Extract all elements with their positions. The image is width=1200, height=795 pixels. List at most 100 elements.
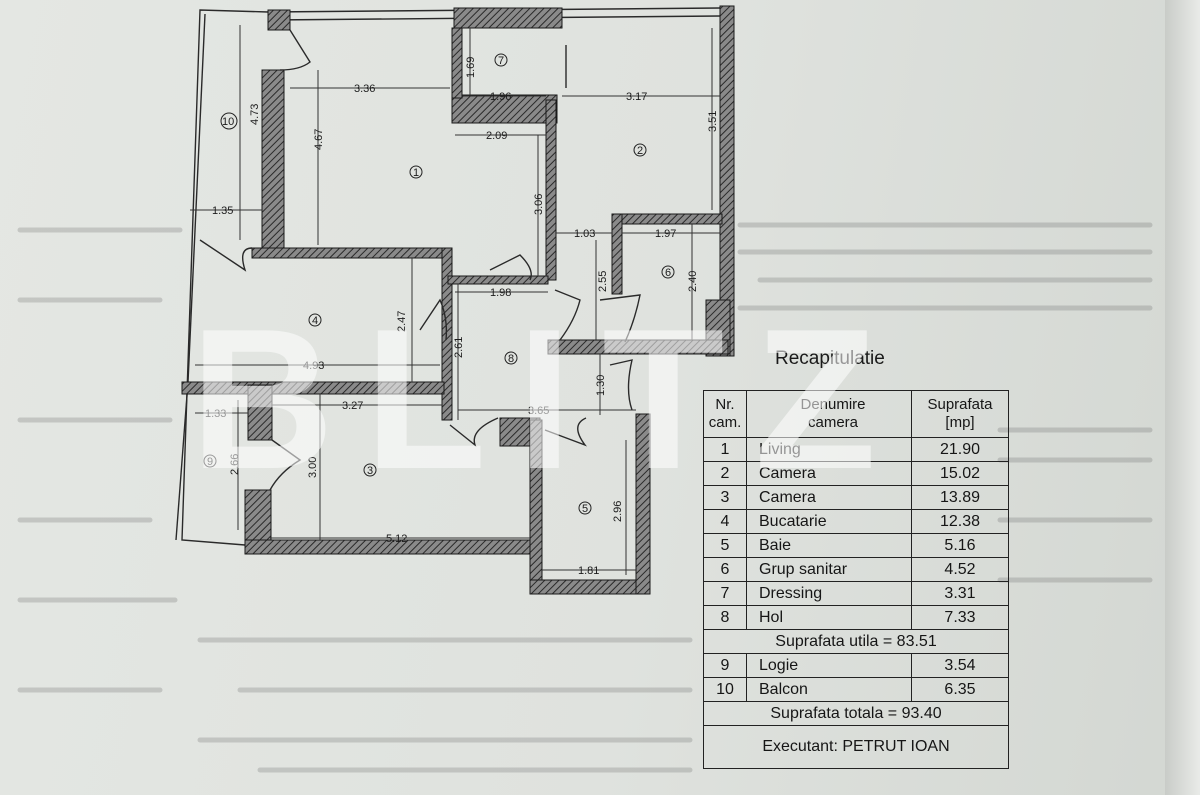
room-markers: 1 2 3 4 5 6 7 8 9 10 [203,53,675,515]
floor-plan: 3.36 4.67 4.73 1.35 1.69 1.96 3.17 3.51 … [175,5,735,595]
recap-title: Recapitulatie [775,348,885,369]
dim-label: 5.12 [386,533,407,545]
dim-label: 2.47 [396,311,408,332]
recap-header-row: Nr. cam. Denumire camera Suprafata [mp] [703,390,1009,438]
svg-text:8: 8 [508,353,514,365]
dim-label: 3.06 [533,194,545,215]
dim-label: 3.27 [342,400,363,412]
room-marker-3: 3 [363,463,377,477]
cell-area: 12.38 [911,509,1009,534]
cell-name: Grup sanitar [746,557,912,582]
walls [181,5,735,595]
cell-nr: 1 [703,437,747,462]
total-area-row: Suprafata totala = 93.40 [703,701,1009,726]
cell-area: 5.16 [911,533,1009,558]
cell-area: 7.33 [911,605,1009,630]
header-area: Suprafata [mp] [911,390,1009,438]
svg-text:2: 2 [637,145,643,157]
dim-label: 2.09 [486,130,507,142]
svg-text:3: 3 [367,465,373,477]
cell-area: 4.52 [911,557,1009,582]
cell-nr: 5 [703,533,747,558]
cell-nr: 10 [703,677,747,702]
dim-label: 1.96 [490,91,511,103]
cell-area: 3.31 [911,581,1009,606]
cell-area: 3.54 [911,653,1009,678]
cell-area: 21.90 [911,437,1009,462]
dimension-labels: 3.36 4.67 4.73 1.35 1.69 1.96 3.17 3.51 … [205,57,719,577]
cell-area: 13.89 [911,485,1009,510]
room-marker-10: 10 [220,112,238,130]
cell-nr: 7 [703,581,747,606]
useful-area: Suprafata utila = 83.51 [703,629,1009,654]
dim-label: 2.55 [597,271,609,292]
svg-text:5: 5 [582,503,588,515]
dim-label: 1.98 [490,287,511,299]
cell-nr: 6 [703,557,747,582]
dim-label: 3.51 [707,111,719,132]
dim-label: 1.69 [465,57,477,78]
dimension-lines [190,25,720,575]
recap-table: Nr. cam. Denumire camera Suprafata [mp] … [703,390,1009,769]
cell-area: 6.35 [911,677,1009,702]
useful-area-row: Suprafata utila = 83.51 [703,629,1009,654]
room-marker-2: 2 [633,143,647,157]
executant: Executant: PETRUT IOAN [703,725,1009,769]
dim-label: 3.65 [528,405,549,417]
dim-label: 2.96 [612,501,624,522]
cell-name: Bucatarie [746,509,912,534]
room-marker-9: 9 [203,454,217,468]
dim-label: 1.30 [595,375,607,396]
dim-label: 2.66 [229,454,241,475]
header-name: Denumire camera [746,390,912,438]
cell-name: Logie [746,653,912,678]
dim-label: 1.03 [574,228,595,240]
cell-nr: 9 [703,653,747,678]
dim-label: 1.33 [205,408,226,420]
cell-name: Balcon [746,677,912,702]
dim-label: 1.81 [578,565,599,577]
cell-area: 15.02 [911,461,1009,486]
room-marker-6: 6 [661,265,675,279]
header-nr: Nr. cam. [703,390,747,438]
dim-label: 3.36 [354,83,375,95]
cell-name: Hol [746,605,912,630]
dim-label: 3.00 [307,457,319,478]
room-marker-4: 4 [308,313,322,327]
room-marker-5: 5 [578,501,592,515]
dim-label: 3.17 [626,91,647,103]
cell-name: Dressing [746,581,912,606]
room-marker-8: 8 [504,351,518,365]
room-marker-1: 1 [409,165,423,179]
total-area: Suprafata totala = 93.40 [703,701,1009,726]
cell-name: Camera [746,485,912,510]
dim-label: 2.40 [687,271,699,292]
executant-row: Executant: PETRUT IOAN [703,725,1009,769]
svg-text:6: 6 [665,267,671,279]
dim-label: 1.97 [655,228,676,240]
dim-label: 4.73 [249,104,261,125]
door-swings [199,29,641,491]
svg-text:9: 9 [207,456,213,468]
svg-text:7: 7 [498,55,504,67]
cell-nr: 2 [703,461,747,486]
cell-nr: 3 [703,485,747,510]
svg-text:4: 4 [312,315,318,327]
cell-name: Baie [746,533,912,558]
cell-name: Living [746,437,912,462]
svg-text:10: 10 [222,116,234,128]
cell-nr: 4 [703,509,747,534]
page-edge [1165,0,1200,795]
dim-label: 4.67 [313,129,325,150]
